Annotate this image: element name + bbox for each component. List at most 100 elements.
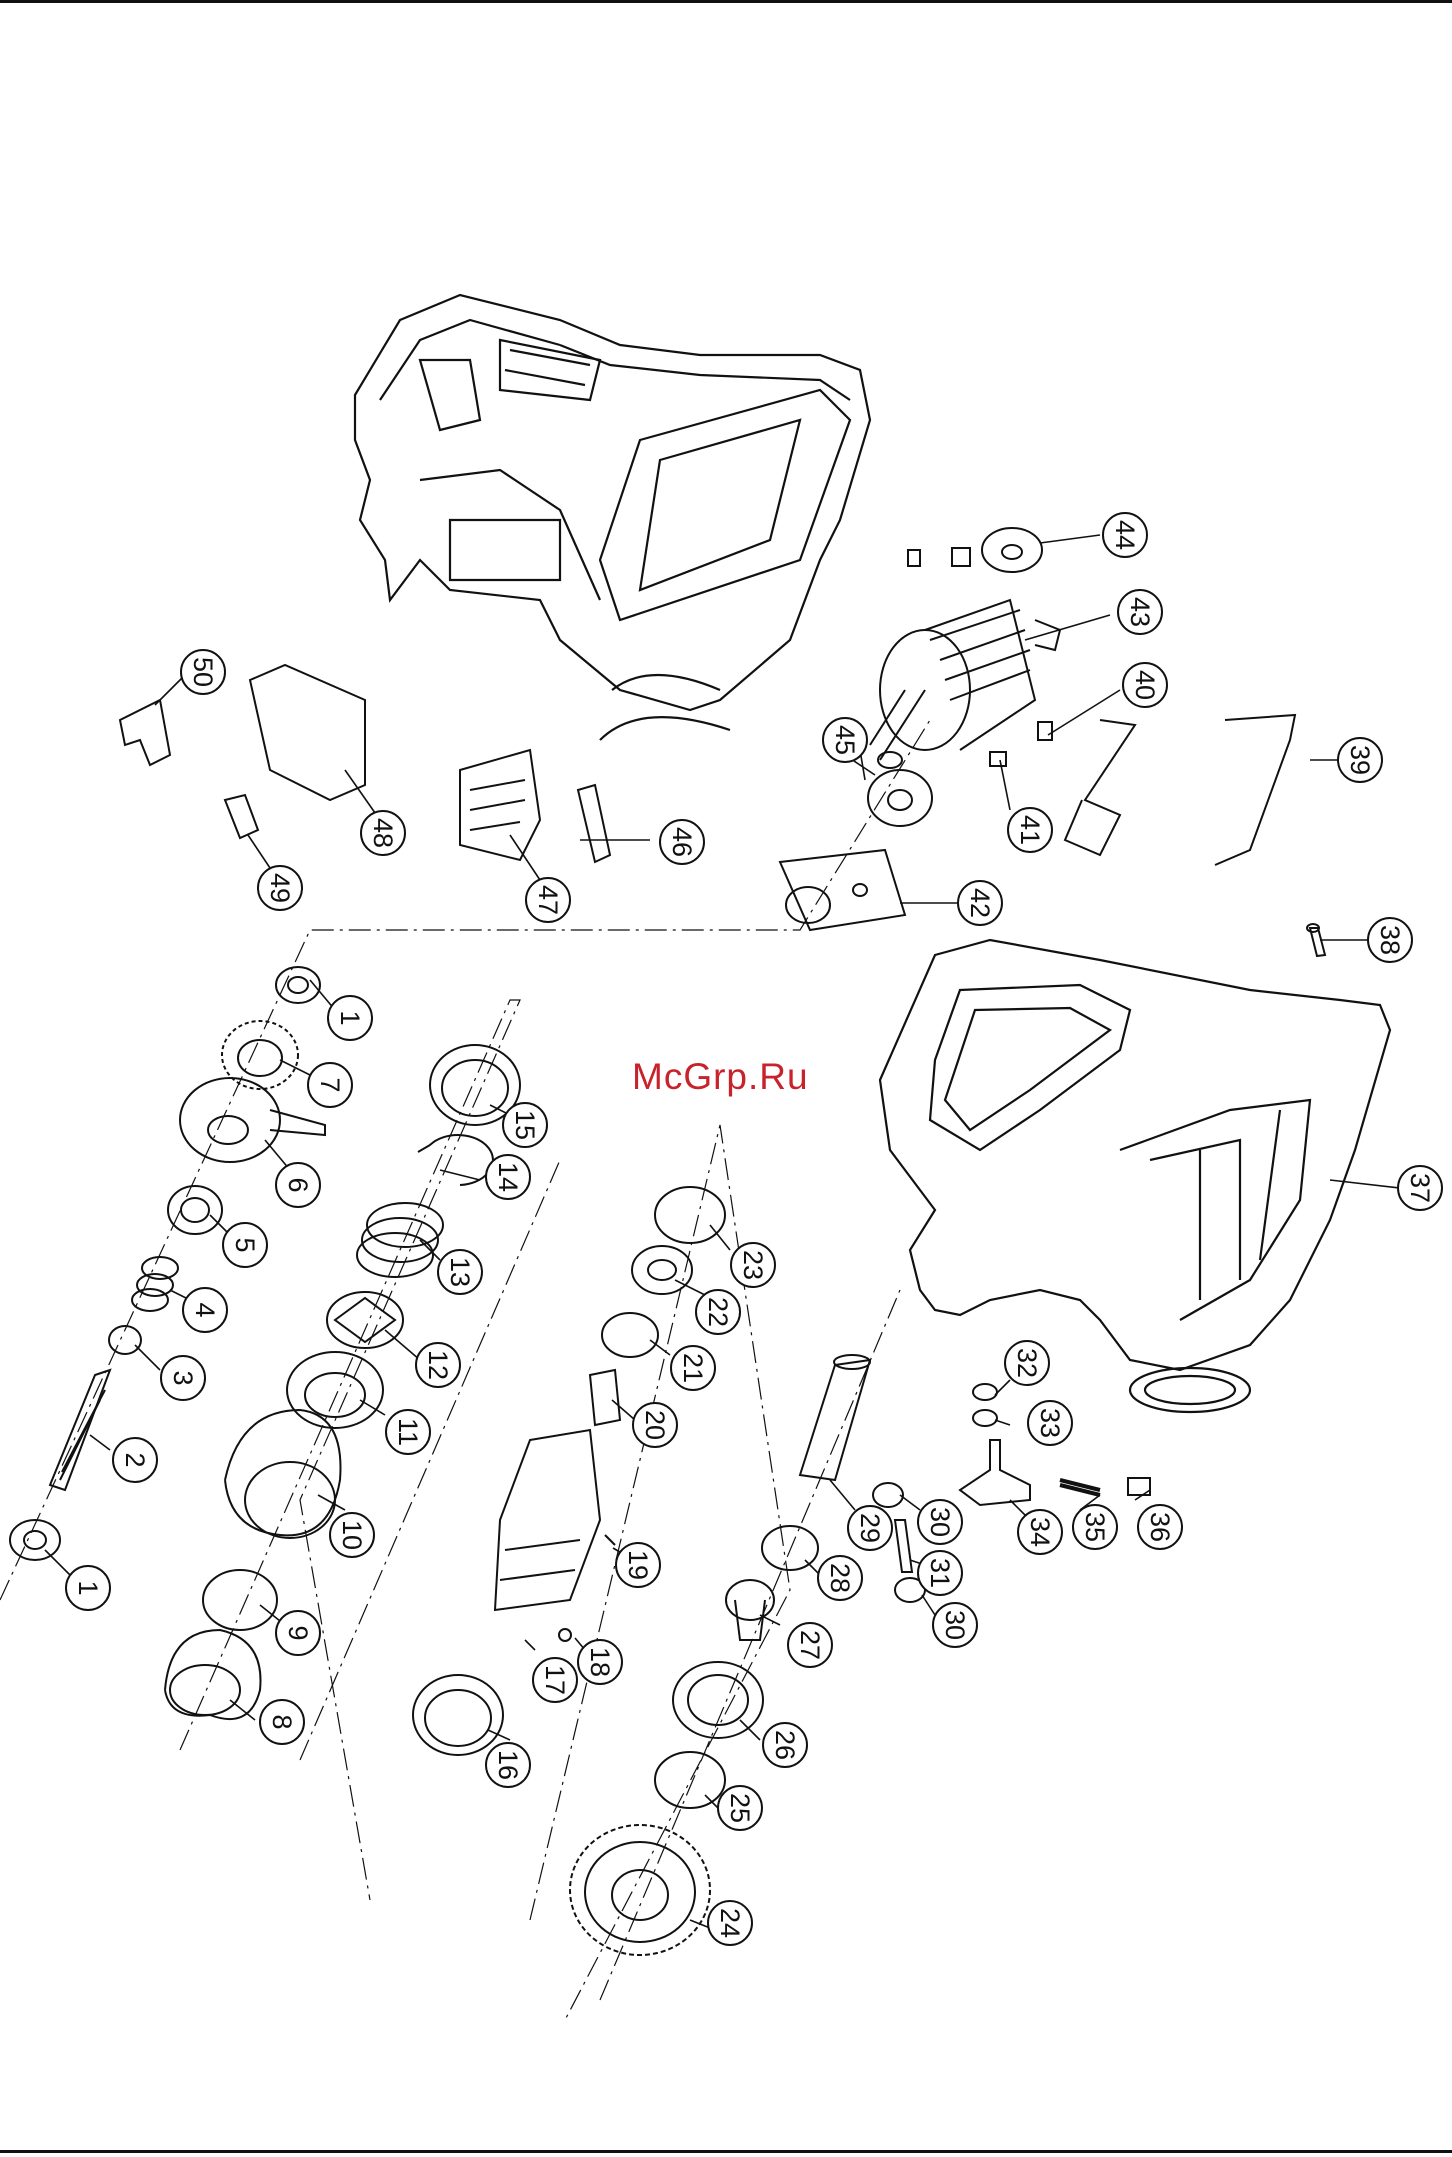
callout-number: 23 (738, 1250, 768, 1280)
callout-number: 30 (925, 1507, 955, 1537)
callout-number: 14 (493, 1162, 523, 1192)
callout-13: 13 (438, 1250, 482, 1294)
callout-38: 38 (1368, 918, 1412, 962)
callout-number: 16 (493, 1750, 523, 1780)
callout-19: 19 (616, 1543, 660, 1587)
part-callouts: 1234567891011121314151617181920212223242… (66, 513, 1442, 1945)
callout-number: 1 (73, 1580, 103, 1595)
sleeve-5-part (168, 1186, 222, 1234)
callout-number: 18 (585, 1647, 615, 1677)
callout-7: 7 (308, 1063, 352, 1107)
callout-number: 39 (1345, 745, 1375, 775)
bearing-44-part (982, 528, 1042, 572)
callout-46: 46 (660, 820, 704, 864)
callout-number: 26 (770, 1730, 800, 1760)
lever-34-part (960, 1440, 1030, 1505)
tube-29-part (800, 1355, 870, 1480)
callout-number: 28 (825, 1563, 855, 1593)
callout-number: 38 (1375, 925, 1405, 955)
brush-spring-39-part (1215, 715, 1295, 865)
callout-number: 32 (1012, 1348, 1042, 1378)
callout-32: 32 (1005, 1341, 1049, 1385)
callout-number: 1 (335, 1010, 365, 1025)
callout-number: 35 (1080, 1512, 1110, 1542)
callout-29: 29 (848, 1506, 892, 1550)
callout-number: 43 (1125, 597, 1155, 627)
capacitor-46-part (578, 785, 610, 862)
callout-number: 27 (795, 1630, 825, 1660)
callout-27: 27 (788, 1623, 832, 1667)
spring-35-part (1060, 1480, 1100, 1495)
callout-24: 24 (708, 1901, 752, 1945)
callout-number: 34 (1025, 1517, 1055, 1547)
pin-19-part (605, 1535, 615, 1545)
callout-16: 16 (486, 1743, 530, 1787)
brush-spring-40-part (1065, 720, 1135, 855)
callout-28: 28 (818, 1556, 862, 1600)
callout-number: 29 (855, 1513, 885, 1543)
callout-number: 20 (640, 1410, 670, 1440)
bearing-45-part (868, 770, 932, 826)
callout-4: 4 (183, 1288, 227, 1332)
connector-49-part (225, 795, 258, 838)
callout-34: 34 (1018, 1510, 1062, 1554)
callout-31: 31 (918, 1551, 962, 1595)
callout-8: 8 (260, 1700, 304, 1744)
sleeve-10-part (225, 1410, 341, 1538)
cylinder-17-part (495, 1430, 600, 1610)
callout-50: 50 (181, 650, 225, 694)
callout-39: 39 (1338, 738, 1382, 782)
ring-11-part (287, 1352, 383, 1428)
callout-9: 9 (276, 1611, 320, 1655)
ring-23-part (655, 1187, 725, 1243)
callout-21: 21 (671, 1346, 715, 1390)
lower-housing-part (880, 940, 1390, 1412)
ring-32-part (973, 1384, 997, 1400)
ring-33-part (973, 1410, 997, 1426)
callout-number: 17 (540, 1665, 570, 1695)
callout-number: 5 (230, 1237, 260, 1252)
brush-parts (908, 548, 1052, 766)
watermark: McGrp.Ru (632, 1056, 809, 1098)
callout-number: 6 (283, 1177, 313, 1192)
callout-44: 44 (1103, 513, 1147, 557)
clutch-6-part (180, 1078, 325, 1162)
callout-number: 37 (1405, 1173, 1435, 1203)
callout-3: 3 (161, 1356, 205, 1400)
callout-17: 17 (533, 1658, 577, 1702)
callout-number: 9 (283, 1625, 313, 1640)
bearing-27-part (726, 1580, 774, 1640)
callout-number: 49 (265, 873, 295, 903)
callout-18: 18 (578, 1640, 622, 1684)
callout-number: 19 (623, 1550, 653, 1580)
callout-number: 2 (120, 1452, 150, 1467)
callout-number: 50 (188, 657, 218, 687)
callout-40: 40 (1123, 663, 1167, 707)
callout-26: 26 (763, 1723, 807, 1767)
callout-number: 4 (190, 1302, 220, 1317)
callout-15: 15 (503, 1103, 547, 1147)
callout-30: 30 (918, 1500, 962, 1544)
pin-31-part (895, 1520, 912, 1572)
callout-20: 20 (633, 1403, 677, 1447)
callout-42: 42 (958, 881, 1002, 925)
callout-11: 11 (386, 1410, 430, 1454)
callout-35: 35 (1073, 1505, 1117, 1549)
callout-number: 8 (267, 1714, 297, 1729)
callout-number: 10 (337, 1520, 367, 1550)
callout-22: 22 (696, 1290, 740, 1334)
callout-number: 3 (168, 1370, 198, 1385)
callout-number: 44 (1110, 520, 1140, 550)
callout-number: 13 (445, 1257, 475, 1287)
callout-number: 47 (533, 885, 563, 915)
callout-14: 14 (486, 1155, 530, 1199)
callout-number: 24 (715, 1908, 745, 1938)
piston-20-part (590, 1370, 620, 1425)
callout-43: 43 (1118, 590, 1162, 634)
gear-24-part (570, 1825, 710, 1955)
callout-6: 6 (276, 1163, 320, 1207)
callout-2: 2 (113, 1438, 157, 1482)
callout-30: 30 (933, 1603, 977, 1647)
callout-36: 36 (1138, 1505, 1182, 1549)
ring-25-part (655, 1752, 725, 1808)
